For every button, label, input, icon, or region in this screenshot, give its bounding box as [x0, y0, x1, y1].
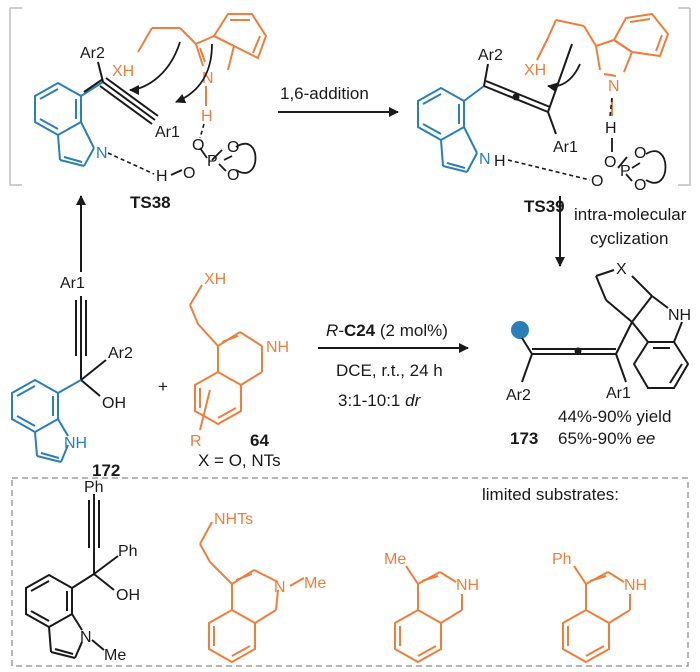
lim1-ph-top: Ph	[84, 479, 104, 496]
sm172-oh: OH	[102, 395, 126, 412]
lim2-me: Me	[304, 575, 326, 592]
plus-sign: +	[158, 377, 168, 396]
lim4-ph: Ph	[552, 551, 572, 568]
conditions-catalyst: R-C24 (2 mol%)	[326, 321, 448, 340]
addition-label: 1,6-addition	[280, 84, 369, 103]
lim2-n: N	[274, 579, 286, 596]
sm172-ar2: Ar2	[108, 345, 133, 362]
ts39-label: TS39	[524, 197, 565, 216]
transition-state-frame	[9, 7, 691, 186]
limited-substrate-2: NHTs N Me	[199, 511, 326, 664]
compound-64: XH NH R 64 X = O, NTs	[189, 271, 289, 470]
ts39-structure: Ar2 Ar1 N H XH N H	[417, 12, 670, 216]
sm64-r: R	[190, 433, 202, 450]
ts39-ring-n: N	[608, 78, 620, 95]
product-ee: 65%-90% ee	[558, 429, 655, 448]
sm64-nh: NH	[266, 339, 289, 356]
blue-dot-marker	[511, 321, 529, 339]
lim1-me: Me	[104, 647, 126, 664]
ts38-ar1-label: Ar1	[155, 124, 180, 141]
ts38-o-ring-bot: O	[227, 167, 239, 184]
ts38-o-ring-top: O	[227, 139, 239, 156]
conditions-dr: 3:1-10:1 dr	[338, 391, 422, 410]
limited-substrate-3: Me NH	[384, 551, 479, 664]
lim3-nh: NH	[456, 577, 479, 594]
conditions-solvent: DCE, r.t., 24 h	[336, 361, 443, 380]
sm64-xh: XH	[204, 271, 226, 288]
ts39-o-h: O	[604, 154, 616, 171]
cyclization-label-2: cyclization	[590, 229, 668, 248]
ts39-indole-h: H	[494, 153, 506, 170]
ts39-ar2-label: Ar2	[478, 47, 503, 64]
product-x: X	[616, 261, 627, 278]
limited-substrate-4: Ph NH	[552, 551, 647, 664]
product-nh: NH	[668, 307, 691, 324]
ts38-structure: Ar2 Ar1 N XH N H	[34, 13, 268, 212]
ts39-p: P	[620, 163, 631, 180]
lim1-n: N	[80, 629, 92, 646]
product-ar1: Ar1	[606, 385, 631, 402]
lim3-me: Me	[384, 551, 406, 568]
sm172-ar1: Ar1	[60, 275, 85, 292]
sm64-label: 64	[250, 431, 269, 450]
compound-172: Ar1 Ar2 OH NH 172	[11, 275, 133, 480]
ts38-o-h: O	[183, 165, 195, 182]
ts39-indole-n: N	[479, 151, 491, 168]
limited-substrates-box	[11, 477, 689, 667]
compound-173: X NH Ar2 Ar1 44%-90% yield 173 65%-90% e…	[506, 261, 691, 448]
ts38-p: P	[207, 153, 218, 170]
lim1-ph: Ph	[118, 543, 138, 560]
ts39-o-ring-top: O	[634, 145, 646, 162]
sm172-nh: NH	[64, 435, 87, 452]
ts39-ring-h: H	[605, 120, 617, 137]
ts38-ring-h: H	[201, 108, 213, 125]
lim4-nh: NH	[624, 577, 647, 594]
ts38-indole-n: N	[96, 145, 108, 162]
cyclization-label-1: intra-molecular	[574, 205, 687, 224]
lim1-oh: OH	[116, 587, 140, 604]
product-ar2: Ar2	[506, 387, 531, 404]
ts39-o-dbl: O	[591, 173, 603, 190]
ts38-label: TS38	[130, 193, 171, 212]
ts38-ar2-label: Ar2	[80, 45, 105, 62]
ts38-acid-h: H	[156, 168, 168, 185]
limited-title: limited substrates:	[482, 485, 619, 504]
ts38-xh: XH	[112, 63, 134, 80]
ts38-ring-n: N	[202, 70, 214, 87]
ts39-o-ring-bot: O	[634, 177, 646, 194]
lim2-nhts: NHTs	[214, 511, 253, 528]
ts39-ar1-label: Ar1	[553, 139, 578, 156]
ts39-xh: XH	[524, 62, 546, 79]
product-label: 173	[510, 429, 538, 448]
product-yield: 44%-90% yield	[558, 407, 671, 426]
limited-substrate-1: Ph Ph OH N Me	[25, 479, 140, 664]
sm172-label: 172	[92, 461, 120, 480]
ts38-o-dbl: O	[192, 137, 204, 154]
sm64-x-definition: X = O, NTs	[198, 451, 281, 470]
